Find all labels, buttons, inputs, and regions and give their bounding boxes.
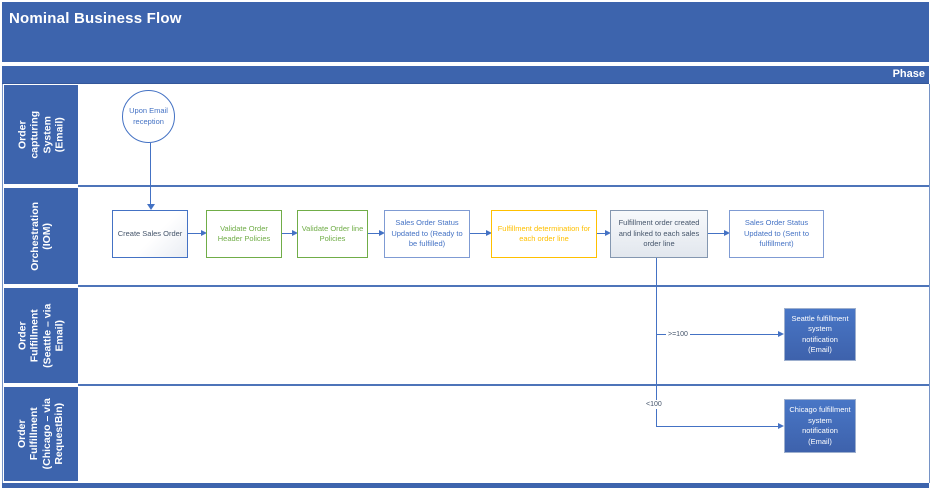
connector-create-to-validate-header[interactable] — [188, 229, 207, 236]
arrowhead-start-to-create — [147, 204, 155, 210]
lane-orchestration-label: Orchestration (IOM) — [28, 201, 53, 271]
condition-label-chicago: <100 — [644, 400, 664, 409]
connector-determination-to-order-created[interactable] — [597, 229, 611, 236]
connector-validate-header-to-line[interactable] — [282, 229, 298, 236]
lane-divider-1 — [78, 185, 929, 187]
process-seattle-notification[interactable]: Seattle fulfillment system notification … — [784, 308, 856, 361]
connector-branch-vertical[interactable] — [656, 258, 657, 427]
connector-status-ready-to-determination[interactable] — [470, 229, 492, 236]
connector-order-created-to-status-sent[interactable] — [708, 229, 730, 236]
process-fulfillment-order-created[interactable]: Fulfillment order created and linked to … — [610, 210, 708, 258]
connector-to-chicago[interactable] — [657, 422, 784, 429]
process-fulfillment-determination[interactable]: Fulfillment determination for each order… — [491, 210, 597, 258]
process-create-sales-order[interactable]: Create Sales Order — [112, 210, 188, 258]
diagram-right-border — [929, 84, 930, 483]
lane-divider-2 — [78, 285, 929, 287]
diagram-title: Nominal Business Flow — [2, 2, 929, 62]
lane-fulfillment-seattle[interactable]: Order Fulfillment (Seattle – via Email) — [4, 288, 78, 383]
diagram-left-border — [2, 84, 3, 483]
process-status-sent[interactable]: Sales Order Status Updated to (Sent to f… — [729, 210, 824, 258]
connector-start-to-create[interactable] — [150, 143, 151, 204]
lane-orchestration[interactable]: Orchestration (IOM) — [4, 188, 78, 284]
connector-to-seattle[interactable] — [657, 330, 784, 337]
process-status-ready[interactable]: Sales Order Status Updated to (Ready to … — [384, 210, 470, 258]
lane-fulfillment-seattle-label: Order Fulfillment (Seattle – via Email) — [16, 303, 66, 368]
connector-validate-line-to-status-ready[interactable] — [368, 229, 385, 236]
lane-fulfillment-chicago-label: Order Fulfillment (Chicago – via Request… — [16, 398, 66, 470]
lane-order-capturing-label: Order capturing System (Email) — [16, 110, 66, 159]
process-validate-line-policies[interactable]: Validate Order line Policies — [297, 210, 368, 258]
lane-divider-3 — [78, 384, 929, 386]
start-event-upon-email-reception[interactable]: Upon Email reception — [122, 90, 175, 143]
diagram-bottom-border — [2, 483, 929, 488]
lane-fulfillment-chicago[interactable]: Order Fulfillment (Chicago – via Request… — [4, 387, 78, 481]
phase-bar-label: Phase — [2, 66, 929, 84]
condition-label-seattle: >=100 — [666, 330, 690, 339]
lane-order-capturing[interactable]: Order capturing System (Email) — [4, 85, 78, 184]
process-validate-header-policies[interactable]: Validate Order Header Policies — [206, 210, 282, 258]
process-chicago-notification[interactable]: Chicago fulfillment system notification … — [784, 399, 856, 453]
